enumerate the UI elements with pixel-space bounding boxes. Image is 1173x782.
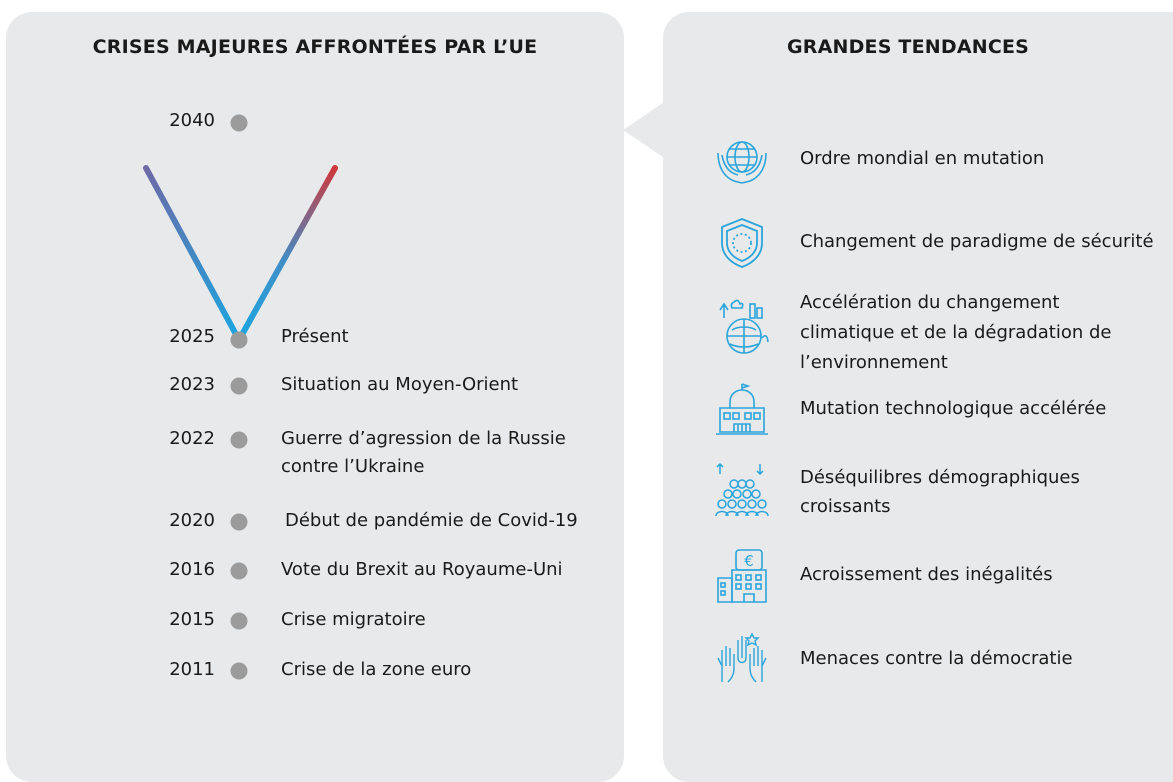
timeline-year: 2015 bbox=[169, 609, 215, 630]
trends-panel bbox=[663, 12, 1173, 782]
dot-2040 bbox=[230, 114, 248, 132]
timeline-event: Présent bbox=[281, 326, 349, 347]
dot-2025 bbox=[230, 331, 248, 349]
timeline-year: 2022 bbox=[169, 428, 215, 449]
climate-globe-icon bbox=[719, 299, 769, 354]
crises-panel bbox=[6, 12, 624, 782]
timeline-year: 2020 bbox=[169, 510, 215, 531]
svg-text:€: € bbox=[744, 552, 754, 570]
trend-label: Accélération du changement climatique et… bbox=[800, 292, 1112, 373]
timeline-year: 2011 bbox=[169, 659, 215, 680]
trend-label: Déséquilibres démographiques croissants bbox=[800, 467, 1080, 517]
year-2040-label: 2040 bbox=[169, 110, 215, 131]
timeline-event: Vote du Brexit au Royaume-Uni bbox=[281, 559, 563, 580]
speech-bubble-tail bbox=[623, 100, 667, 160]
raised-hands-icon bbox=[717, 632, 767, 683]
trend-label: Menaces contre la démocratie bbox=[800, 648, 1073, 669]
timeline-dots bbox=[230, 114, 248, 680]
timeline-event: Crise migratoire bbox=[281, 609, 426, 630]
trend-label: Mutation technologique accélérée bbox=[800, 398, 1107, 419]
globe-hands-icon bbox=[717, 141, 767, 184]
dot-2020 bbox=[230, 513, 248, 531]
timeline-event: Situation au Moyen-Orient bbox=[281, 374, 519, 395]
dot-2022 bbox=[230, 431, 248, 449]
timeline-event: Début de pandémie de Covid-19 bbox=[285, 510, 578, 531]
timeline-year: 2016 bbox=[169, 559, 215, 580]
timeline-year: 2023 bbox=[169, 374, 215, 395]
timeline-event: Guerre d’agression de la Russie contre l… bbox=[281, 428, 566, 477]
timeline-year: 2025 bbox=[169, 326, 215, 347]
trend-label: Acroissement des inégalités bbox=[800, 564, 1053, 585]
trend-label: Changement de paradigme de sécurité bbox=[800, 231, 1154, 252]
dot-2011 bbox=[230, 662, 248, 680]
trend-label: Ordre mondial en mutation bbox=[800, 148, 1045, 169]
crises-title: CRISES MAJEURES AFFRONTÉES PAR L’UE bbox=[92, 36, 538, 58]
branch-left bbox=[143, 165, 242, 343]
building-tech-icon bbox=[716, 383, 768, 435]
euro-building-icon: € bbox=[717, 549, 767, 603]
population-icon bbox=[715, 462, 769, 517]
timeline-event: Crise de la zone euro bbox=[281, 659, 472, 680]
branch-right bbox=[236, 165, 338, 343]
trends-title: GRANDES TENDANCES bbox=[786, 36, 1030, 58]
dot-2023 bbox=[230, 377, 248, 395]
dot-2015 bbox=[230, 612, 248, 630]
dot-2016 bbox=[230, 562, 248, 580]
shield-icon bbox=[721, 218, 763, 268]
